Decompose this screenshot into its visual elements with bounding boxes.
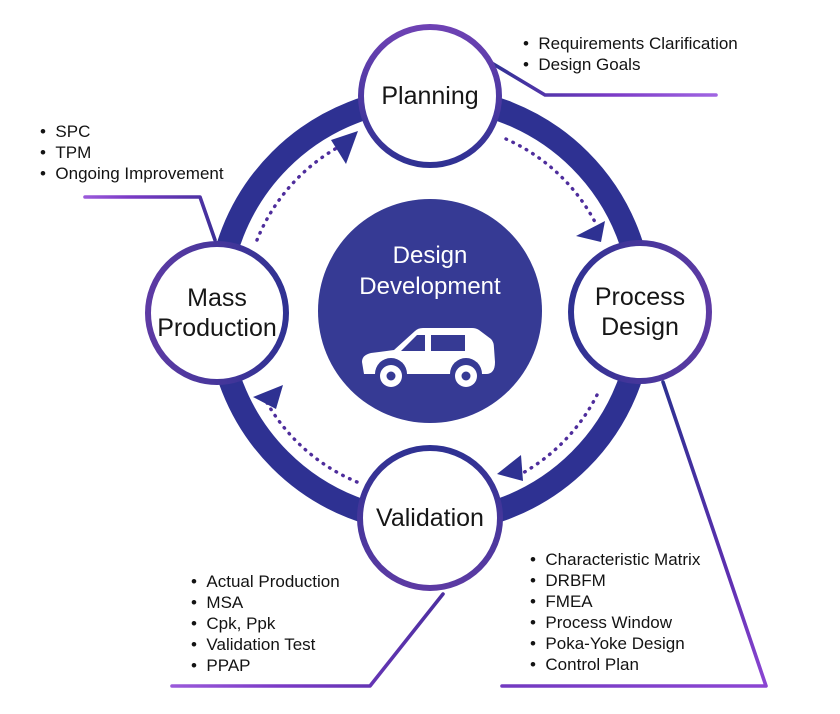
annotation-item: Cpk, Ppk — [191, 613, 340, 634]
dotted-flow-arcs — [255, 137, 599, 484]
arc-planning-to-process-design — [504, 137, 597, 224]
process-design-annotation-list: Characteristic Matrix DRBFM FMEA Process… — [530, 549, 700, 675]
annotation-item: Validation Test — [191, 634, 340, 655]
validation-annotation-list: Actual Production MSA Cpk, Ppk Validatio… — [191, 571, 340, 676]
annotation-item: MSA — [191, 592, 340, 613]
arrowhead-to-validation — [497, 455, 523, 481]
annotation-item: Requirements Clarification — [523, 33, 737, 54]
arc-validation-to-mass-production — [264, 399, 359, 484]
car-icon — [362, 328, 495, 390]
process-design-node-circle — [568, 240, 712, 384]
planning-annotation-list: Requirements Clarification Design Goals — [523, 33, 738, 75]
annotation-item: Process Window — [530, 612, 700, 633]
annotation-item: PPAP — [191, 655, 340, 676]
annotation-item: SPC — [40, 121, 224, 142]
connector-process-design-annotation — [500, 380, 768, 688]
validation-node-circle — [357, 445, 503, 591]
annotation-item: TPM — [40, 142, 224, 163]
annotation-item: FMEA — [530, 591, 700, 612]
mass-production-annotation-list: SPC TPM Ongoing Improvement — [40, 121, 224, 184]
annotation-item: Actual Production — [191, 571, 339, 592]
annotation-item: Control Plan — [530, 654, 700, 675]
arrowhead-to-planning — [331, 131, 358, 164]
center-hub-circle — [318, 199, 542, 423]
arrowhead-to-process-design — [576, 221, 605, 242]
arrowhead-to-mass-production — [253, 385, 283, 409]
node-circles — [145, 24, 712, 591]
planning-node-circle — [358, 24, 502, 168]
arc-process-design-to-validation — [519, 393, 599, 476]
annotation-connectors — [83, 60, 768, 688]
annotation-item: Ongoing Improvement — [40, 163, 223, 184]
flow-arrowheads — [253, 131, 605, 481]
connector-planning-annotation — [488, 60, 718, 97]
connector-mass-production-annotation — [83, 195, 217, 242]
mass-production-node-circle — [145, 241, 289, 385]
annotation-item: Poka-Yoke Design — [530, 633, 700, 654]
arc-mass-production-to-planning — [255, 140, 350, 242]
connector-validation-annotation — [170, 592, 445, 688]
annotation-item: Design Goals — [523, 54, 738, 75]
annotation-item: Characteristic Matrix — [530, 549, 700, 570]
annotation-item: DRBFM — [530, 570, 700, 591]
